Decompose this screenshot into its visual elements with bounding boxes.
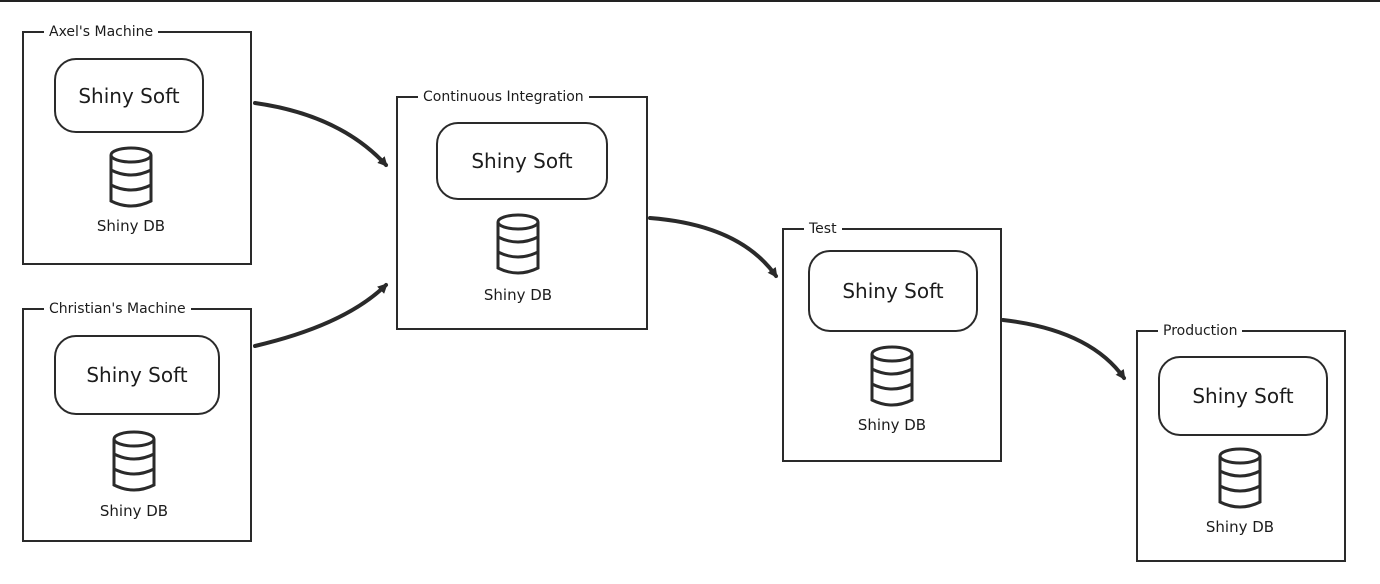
app-box-production: Shiny Soft xyxy=(1158,356,1328,436)
db-label-test: Shiny DB xyxy=(857,416,927,434)
env-title-test: Test xyxy=(804,220,842,238)
app-box-christian: Shiny Soft xyxy=(54,335,220,415)
database-icon xyxy=(870,345,914,407)
db-label-production: Shiny DB xyxy=(1205,518,1275,536)
env-title-christian: Christian's Machine xyxy=(44,300,191,318)
arrow-axel-to-ci xyxy=(253,101,388,167)
app-label-axel: Shiny Soft xyxy=(78,83,180,108)
arrow-test-to-production xyxy=(1001,318,1126,381)
env-title-axel: Axel's Machine xyxy=(44,23,159,41)
database-icon xyxy=(496,213,540,275)
database-icon xyxy=(109,146,153,208)
db-label-axel: Shiny DB xyxy=(96,217,166,235)
env-title-production: Production xyxy=(1158,322,1243,340)
env-title-ci: Continuous Integration xyxy=(418,88,589,106)
env-box-christian: Christian's Machine Shiny Soft Shiny DB xyxy=(22,300,252,542)
top-border-line xyxy=(0,0,1380,2)
db-label-christian: Shiny DB xyxy=(99,502,169,520)
app-label-ci: Shiny Soft xyxy=(471,149,573,173)
app-label-test: Shiny Soft xyxy=(842,279,944,303)
env-box-test: Test Shiny Soft Shiny DB xyxy=(782,220,1002,462)
app-box-ci: Shiny Soft xyxy=(436,122,608,200)
arrow-christian-to-ci xyxy=(253,283,388,348)
app-label-production: Shiny Soft xyxy=(1192,384,1294,408)
database-icon xyxy=(112,430,156,492)
app-box-test: Shiny Soft xyxy=(808,250,978,332)
app-box-axel: Shiny Soft xyxy=(54,58,204,133)
env-box-ci: Continuous Integration Shiny Soft Shiny … xyxy=(396,88,648,330)
app-label-christian: Shiny Soft xyxy=(86,363,188,387)
database-icon xyxy=(1218,447,1262,509)
env-box-production: Production Shiny Soft Shiny DB xyxy=(1136,322,1346,562)
arrow-ci-to-test xyxy=(648,216,778,279)
db-label-ci: Shiny DB xyxy=(483,286,553,304)
env-box-axel: Axel's Machine Shiny Soft Shiny DB xyxy=(22,23,252,265)
